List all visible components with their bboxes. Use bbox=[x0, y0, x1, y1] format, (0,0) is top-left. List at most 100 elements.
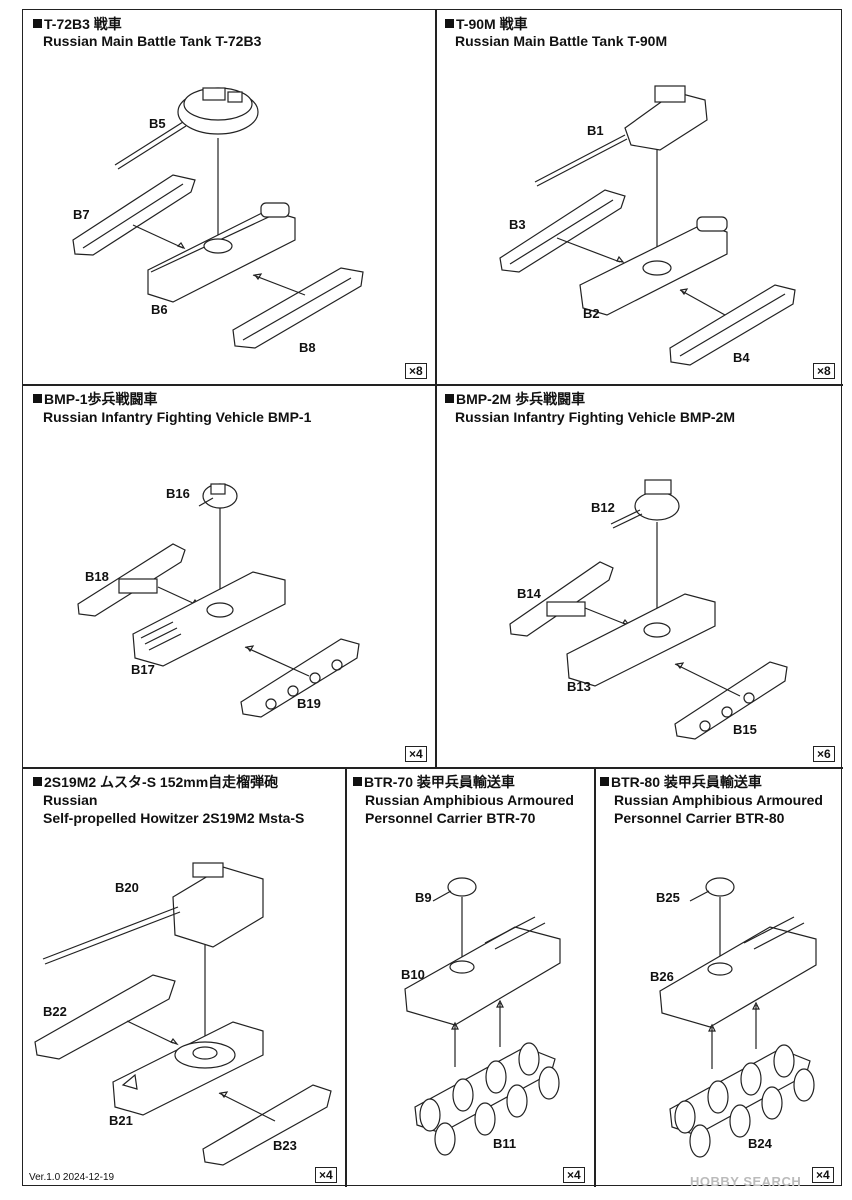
panel-subtitle: Russian Infantry Fighting Vehicle BMP-1 bbox=[43, 409, 312, 425]
exploded-view-2s19m2 bbox=[34, 862, 332, 1166]
panel-bmp2m: BMP-2M 歩兵戦闘車 Russian Infantry Fighting V… bbox=[435, 384, 843, 767]
part-label: B13 bbox=[567, 679, 591, 694]
panel-title: T-90M 戦車 bbox=[445, 15, 528, 33]
hull-part bbox=[147, 202, 296, 303]
hull-part bbox=[404, 916, 561, 1026]
exploded-view-btr80 bbox=[659, 877, 817, 1158]
panel-title: BMP-1歩兵戦闘車 bbox=[33, 390, 158, 408]
panel-subtitle: Russian Amphibious Armoured bbox=[365, 792, 574, 808]
panel-subtitle: Russian bbox=[43, 792, 98, 808]
part-label: B25 bbox=[656, 890, 680, 905]
part-label: B8 bbox=[299, 340, 316, 355]
hull-part bbox=[659, 916, 817, 1028]
chassis-part bbox=[414, 1042, 560, 1156]
part-label: B5 bbox=[149, 116, 166, 131]
divider bbox=[23, 767, 843, 769]
track-part-left bbox=[34, 974, 176, 1060]
quantity-badge: ×4 bbox=[563, 1167, 585, 1183]
panel-subtitle: Russian Infantry Fighting Vehicle BMP-2M bbox=[455, 409, 736, 425]
panel-subtitle-line2: Personnel Carrier BTR-80 bbox=[614, 810, 785, 826]
panel-2s19m2: 2S19M2 ムスタ-S 152mm自走榴弾砲 Russian Self-pro… bbox=[23, 767, 345, 1187]
track-part-left bbox=[72, 174, 196, 256]
part-label: B1 bbox=[587, 123, 604, 138]
turret-part bbox=[432, 877, 477, 902]
divider bbox=[345, 767, 347, 1187]
quantity-badge: ×4 bbox=[812, 1167, 834, 1183]
part-label: B24 bbox=[748, 1136, 772, 1151]
chassis-part bbox=[669, 1044, 815, 1158]
part-label: B2 bbox=[583, 306, 600, 321]
bullet-square bbox=[353, 777, 362, 786]
quantity-badge: ×6 bbox=[813, 746, 835, 762]
divider bbox=[23, 384, 843, 386]
panel-title: T-72B3 戦車 bbox=[33, 15, 122, 33]
watermark-text: HOBBY SEARCH bbox=[690, 1174, 802, 1189]
divider bbox=[594, 767, 596, 1187]
part-label: B20 bbox=[115, 880, 139, 895]
panel-subtitle: Russian Amphibious Armoured bbox=[614, 792, 823, 808]
exploded-view-t90m bbox=[499, 85, 796, 366]
version-label: Ver.1.0 2024-12-19 bbox=[29, 1172, 115, 1183]
divider bbox=[435, 10, 437, 767]
track-part-right bbox=[669, 284, 796, 366]
part-label: B3 bbox=[509, 217, 526, 232]
track-part-right bbox=[240, 638, 360, 718]
turret-part bbox=[610, 479, 680, 529]
part-label: B21 bbox=[109, 1113, 133, 1128]
turret-part bbox=[689, 877, 735, 902]
exploded-view-bmp1 bbox=[77, 483, 360, 718]
part-label: B11 bbox=[493, 1136, 517, 1151]
watermark-logo: HOBBY SEARCH bbox=[690, 1174, 801, 1189]
part-label: B18 bbox=[85, 569, 109, 584]
bullet-square bbox=[33, 19, 42, 28]
part-label: B23 bbox=[273, 1138, 297, 1153]
exploded-view-bmp2m bbox=[509, 479, 788, 740]
instruction-sheet: T-72B3 戦車 Russian Main Battle Tank T-72B… bbox=[22, 9, 843, 1187]
exploded-view-t72b3 bbox=[72, 87, 364, 349]
panel-subtitle: Russian Main Battle Tank T-90M bbox=[455, 33, 668, 49]
part-label: B26 bbox=[650, 969, 674, 984]
quantity-badge: ×4 bbox=[405, 746, 427, 762]
part-label: B19 bbox=[297, 696, 321, 711]
hull-part bbox=[132, 571, 286, 667]
panel-btr70: BTR-70 装甲兵員輸送車 Russian Amphibious Armour… bbox=[345, 767, 594, 1187]
panel-title: BMP-2M 歩兵戦闘車 bbox=[445, 390, 585, 408]
part-label: B14 bbox=[517, 586, 541, 601]
part-label: B6 bbox=[151, 302, 168, 317]
bullet-square bbox=[33, 777, 42, 786]
panel-subtitle-line2: Personnel Carrier BTR-70 bbox=[365, 810, 536, 826]
turret-part bbox=[114, 87, 259, 170]
part-label: B22 bbox=[43, 1004, 67, 1019]
turret-part bbox=[534, 85, 708, 187]
track-part-left bbox=[499, 189, 626, 273]
part-label: B10 bbox=[401, 967, 425, 982]
bullet-square bbox=[600, 777, 609, 786]
panel-t72b3: T-72B3 戦車 Russian Main Battle Tank T-72B… bbox=[23, 10, 435, 384]
part-label: B16 bbox=[166, 486, 190, 501]
bullet-square bbox=[33, 394, 42, 403]
turret-part bbox=[198, 483, 238, 509]
bullet-square bbox=[445, 19, 454, 28]
hull-part bbox=[566, 593, 716, 687]
part-label: B17 bbox=[131, 662, 155, 677]
track-part-left bbox=[509, 561, 614, 637]
quantity-badge: ×4 bbox=[315, 1167, 337, 1183]
track-part-right bbox=[232, 267, 364, 349]
part-label: B15 bbox=[733, 722, 757, 737]
part-label: B4 bbox=[733, 350, 750, 365]
part-label: B12 bbox=[591, 500, 615, 515]
track-part-left bbox=[77, 543, 186, 617]
track-part-right bbox=[674, 661, 788, 740]
panel-t90m: T-90M 戦車 Russian Main Battle Tank T-90M bbox=[435, 10, 843, 384]
hull-part bbox=[579, 216, 728, 316]
bullet-square bbox=[445, 394, 454, 403]
part-label: B7 bbox=[73, 207, 90, 222]
panel-title: BTR-80 装甲兵員輸送車 bbox=[600, 773, 762, 791]
hull-part bbox=[112, 1021, 264, 1116]
turret-part bbox=[42, 862, 264, 965]
panel-bmp1: BMP-1歩兵戦闘車 Russian Infantry Fighting Veh… bbox=[23, 384, 435, 767]
quantity-badge: ×8 bbox=[405, 363, 427, 379]
panel-title: 2S19M2 ムスタ-S 152mm自走榴弾砲 bbox=[33, 773, 278, 791]
track-part-right bbox=[202, 1084, 332, 1166]
quantity-badge: ×8 bbox=[813, 363, 835, 379]
